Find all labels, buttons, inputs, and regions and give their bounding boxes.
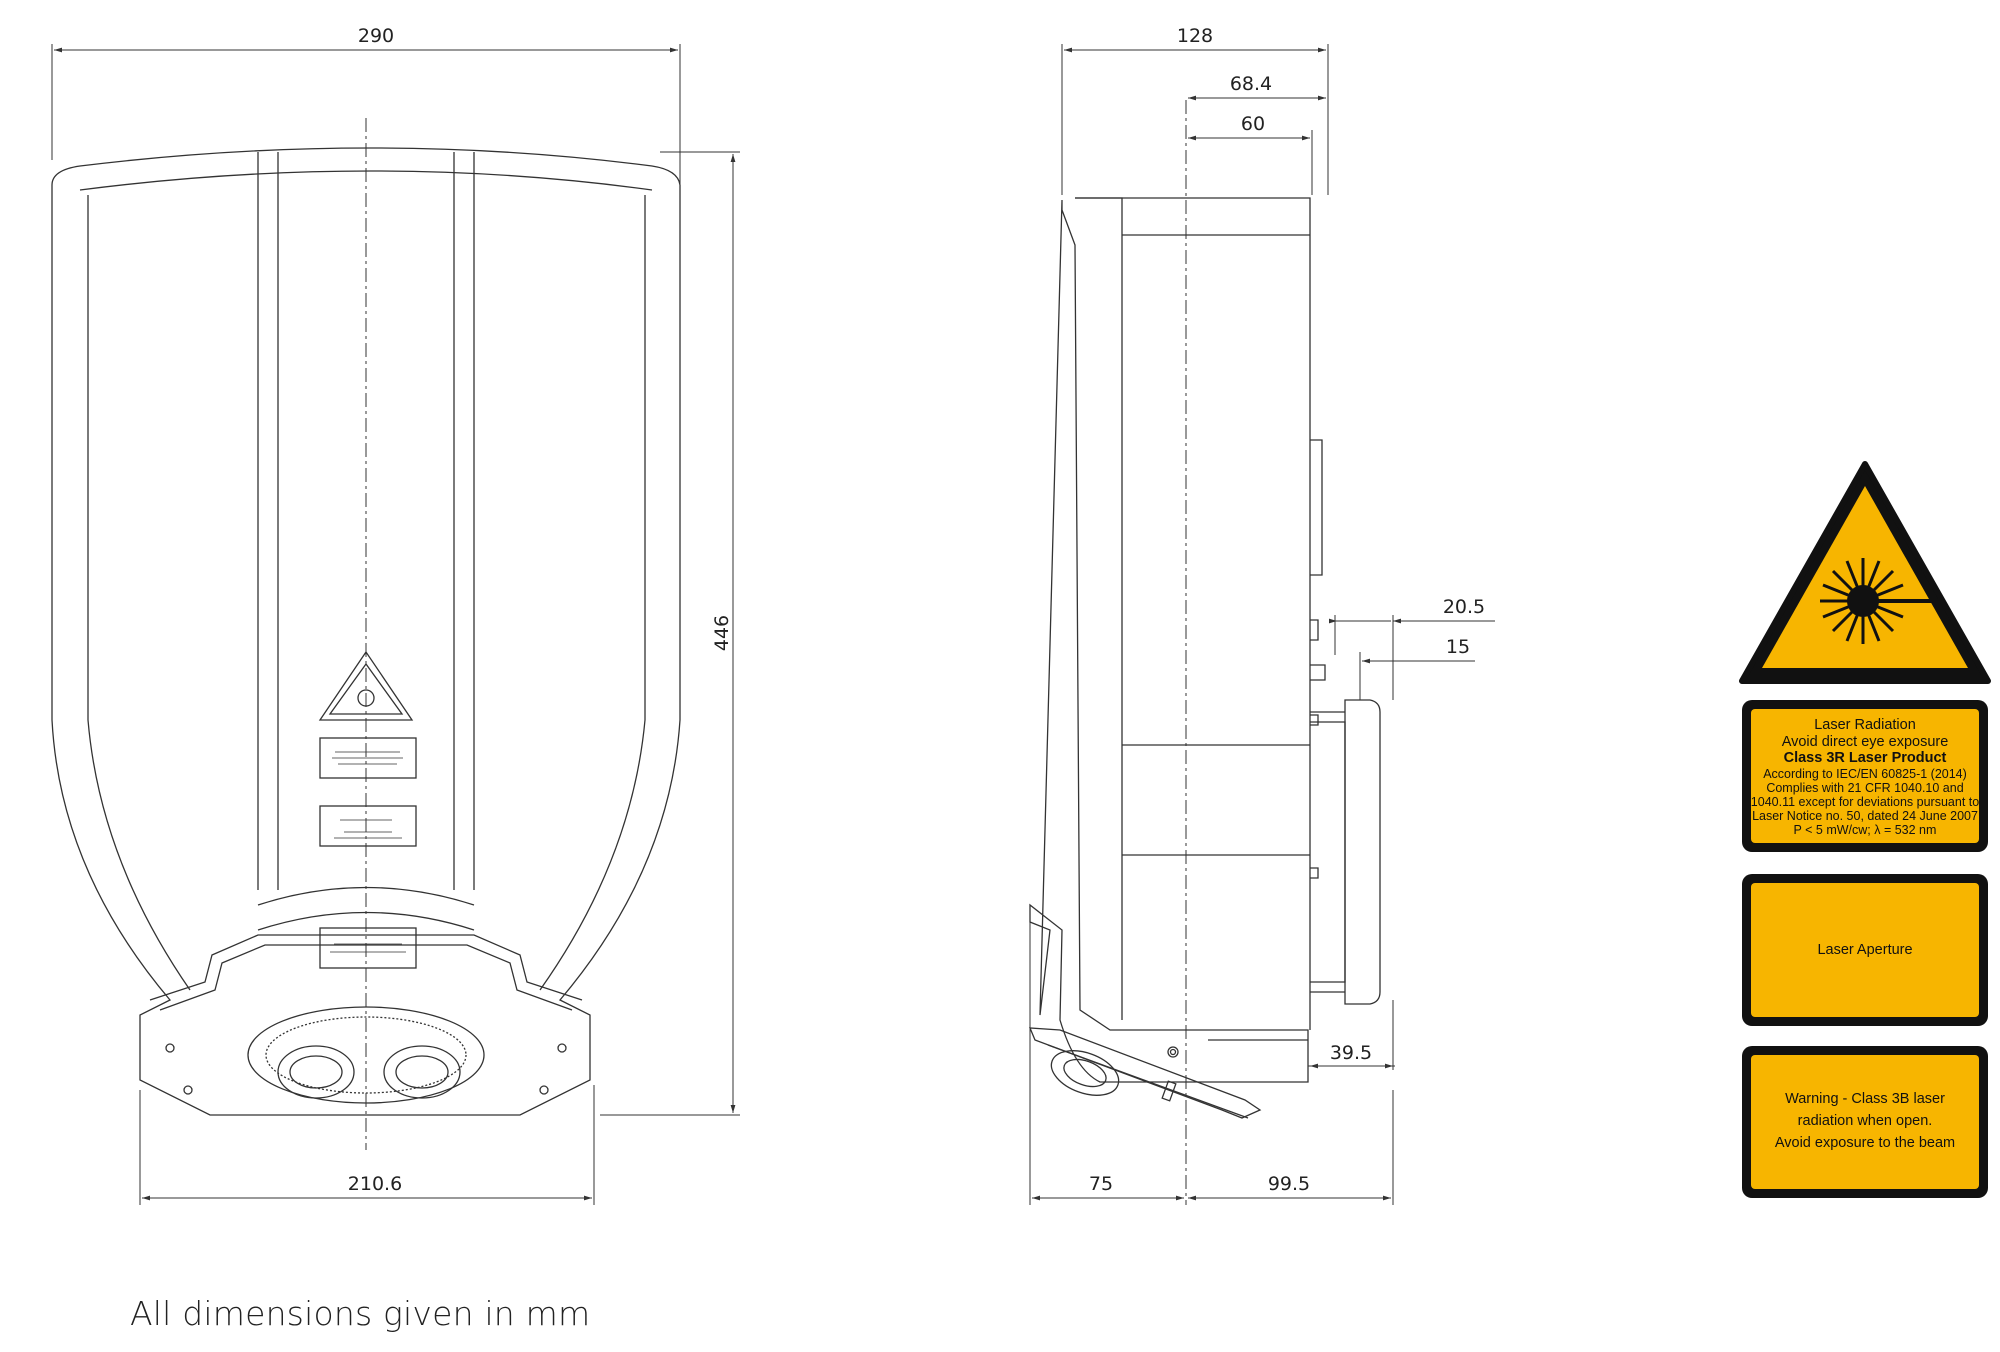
side-view — [1028, 197, 1381, 1119]
dim-99-5: 99.5 — [1268, 1173, 1310, 1195]
aperture-text: Laser Aperture — [1817, 942, 1912, 958]
dim-446: 446 — [711, 615, 733, 651]
front-label-1 — [319, 737, 417, 779]
laser-radiation-label: Laser Radiation Avoid direct eye exposur… — [1742, 700, 1988, 852]
front-dimensions — [51, 44, 740, 1205]
warning-line-2: radiation when open. — [1798, 1113, 1933, 1129]
dim-68-4: 68.4 — [1230, 73, 1272, 95]
front-label-3 — [319, 927, 417, 969]
radiation-line-5: Complies with 21 CFR 1040.10 and — [1766, 781, 1963, 795]
radiation-line-3: Class 3R Laser Product — [1784, 750, 1947, 766]
front-view — [51, 147, 681, 1116]
front-label-2 — [319, 805, 417, 847]
dim-39-5: 39.5 — [1330, 1042, 1372, 1064]
dim-60: 60 — [1241, 113, 1265, 135]
radiation-line-4: According to IEC/EN 60825-1 (2014) — [1763, 767, 1967, 781]
units-footnote: All dimensions given in mm — [130, 1294, 591, 1333]
dim-20-5: 20.5 — [1443, 596, 1485, 618]
warning-line-1: Warning - Class 3B laser — [1785, 1091, 1945, 1107]
front-housing-outline — [51, 147, 681, 1116]
dim-210-6: 210.6 — [348, 1173, 402, 1195]
dim-128: 128 — [1177, 25, 1213, 47]
warning-line-3: Avoid exposure to the beam — [1775, 1135, 1955, 1151]
side-dimensions — [1029, 44, 1495, 1205]
dim-15: 15 — [1446, 636, 1470, 658]
warning-label: Warning - Class 3B laser radiation when … — [1742, 1046, 1988, 1198]
laser-hazard-icon — [1739, 461, 1991, 684]
radiation-line-1: Laser Radiation — [1814, 717, 1916, 733]
dim-290: 290 — [358, 25, 394, 47]
radiation-line-6: 1040.11 except for deviations pursuant t… — [1751, 795, 1979, 809]
radiation-line-2: Avoid direct eye exposure — [1782, 734, 1949, 750]
laser-aperture-label: Laser Aperture — [1742, 874, 1988, 1026]
dim-75: 75 — [1089, 1173, 1113, 1195]
radiation-line-8: P < 5 mW/cw; λ = 532 nm — [1794, 823, 1937, 837]
radiation-line-7: Laser Notice no. 50, dated 24 June 2007 — [1752, 809, 1978, 823]
